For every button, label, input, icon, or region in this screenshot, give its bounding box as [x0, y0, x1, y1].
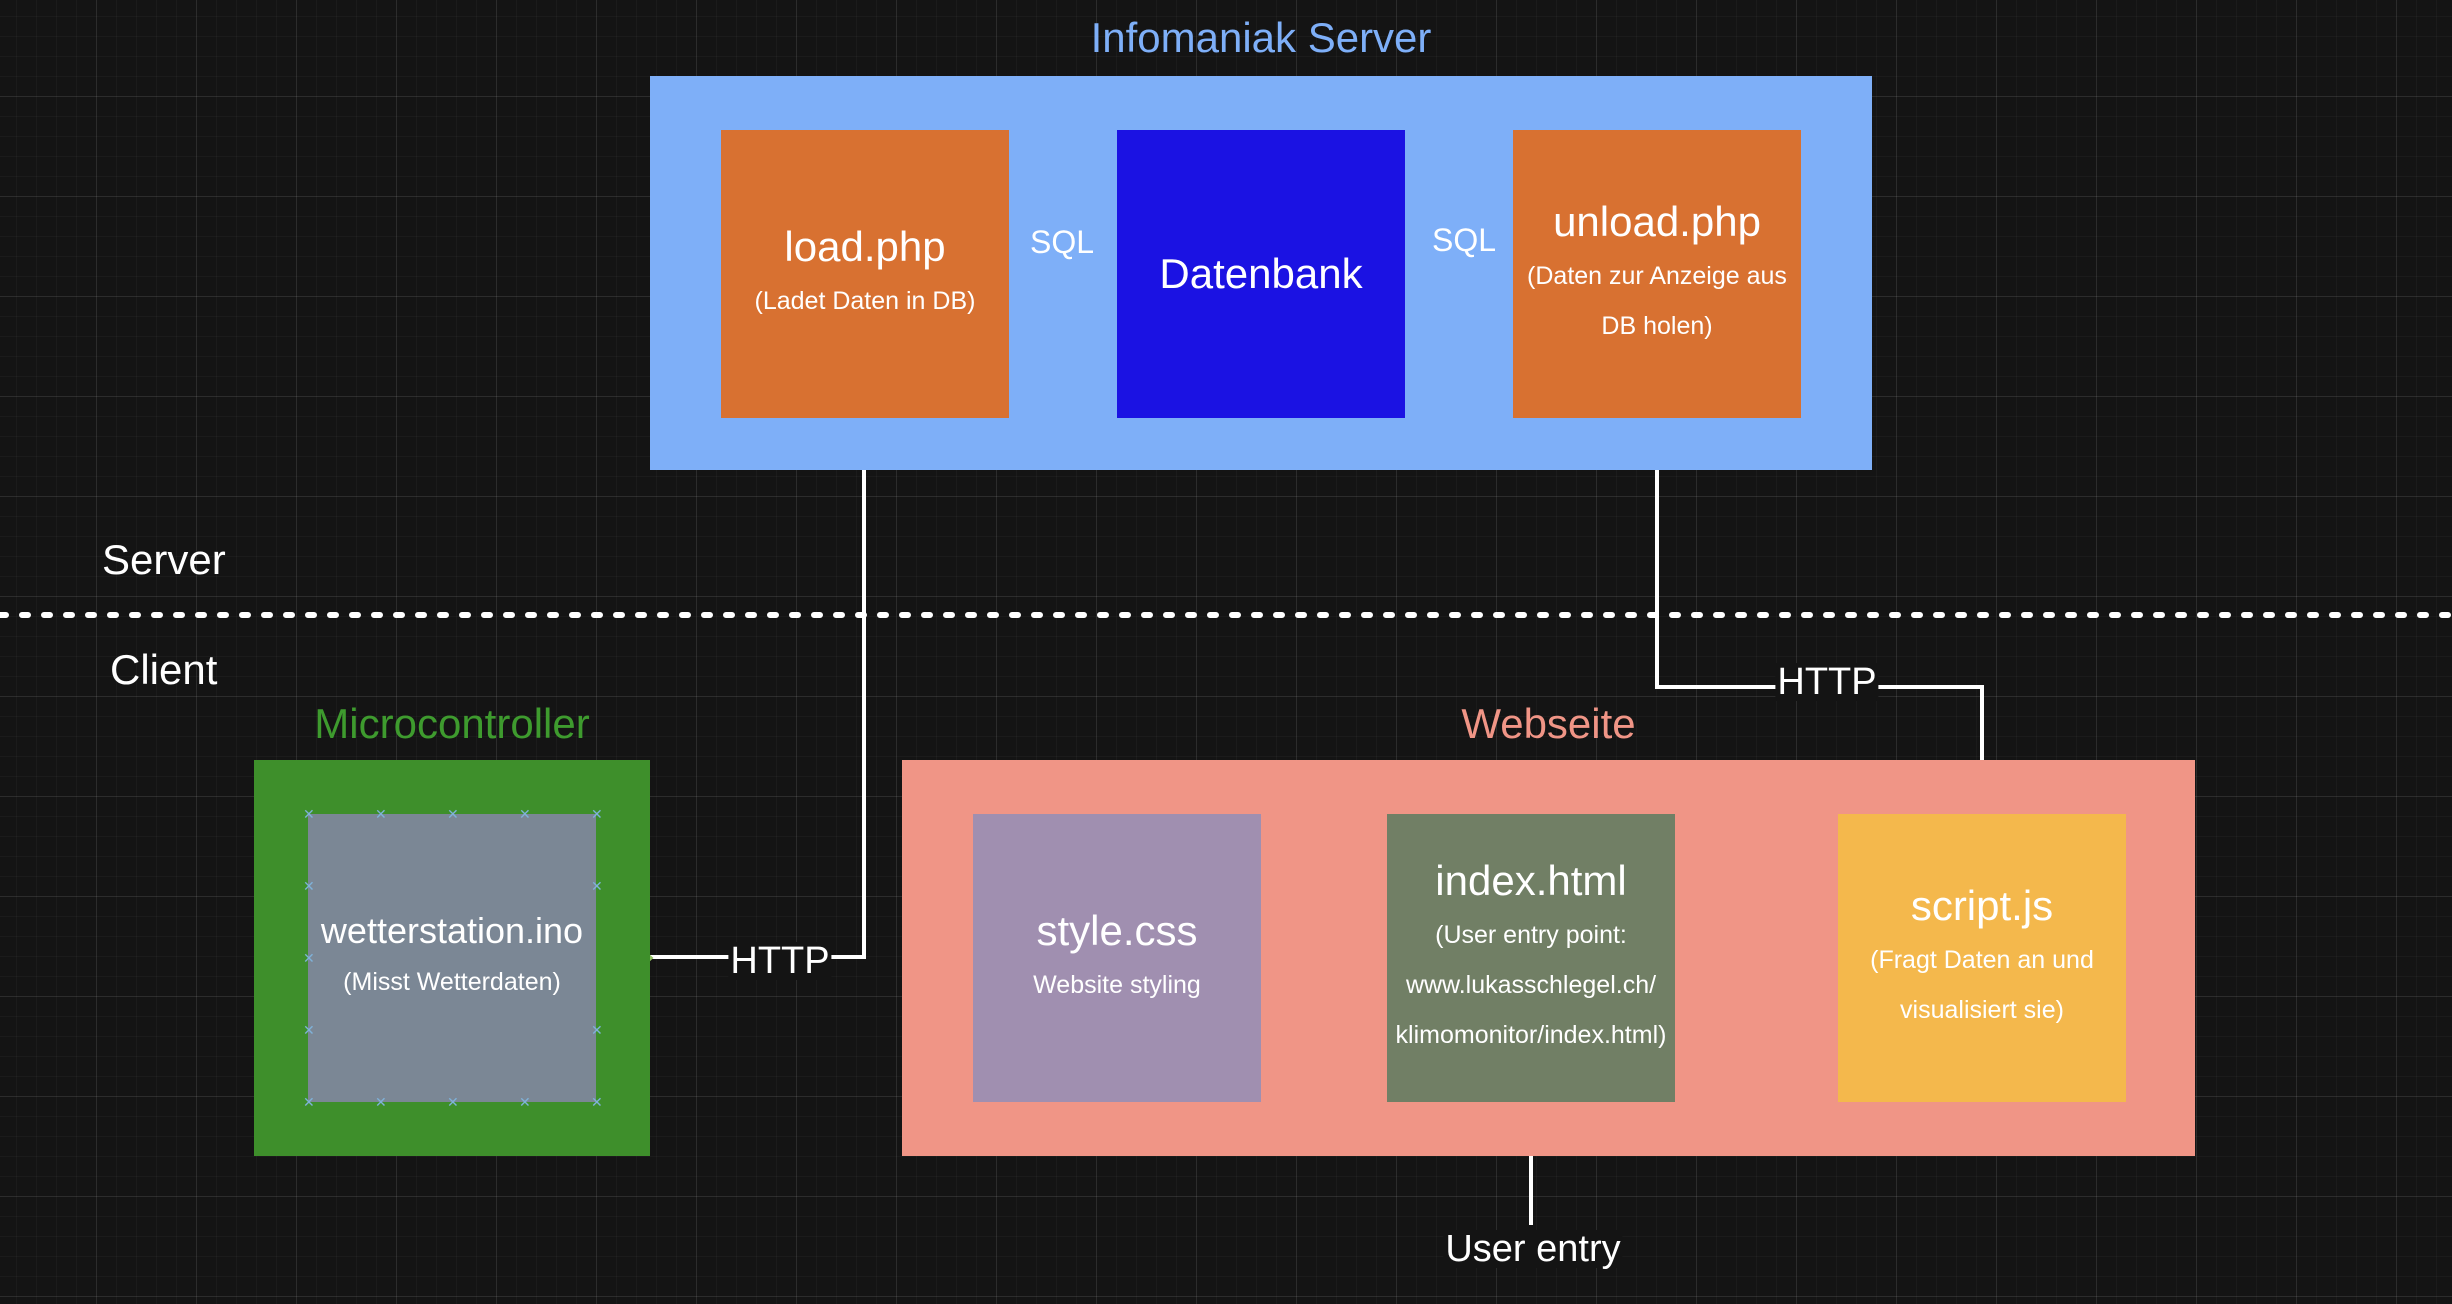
selection-handle[interactable]: ✕ — [591, 878, 603, 894]
index-html-subtitle-line2: www.lukasschlegel.ch/ — [1405, 971, 1657, 1000]
lane-label-client: Client — [110, 646, 218, 693]
load-php-subtitle: (Ladet Daten in DB) — [754, 287, 976, 316]
selection-handle[interactable]: ✕ — [591, 1094, 603, 1110]
edge-label-load-to-db: SQL — [1029, 224, 1095, 260]
edge-label-user-entry: User entry — [1443, 1228, 1623, 1270]
server-group-title: Infomaniak Server — [1090, 14, 1432, 61]
edge-label-micro-to-load: HTTP — [728, 940, 832, 982]
selection-handle[interactable]: ✕ — [447, 1094, 459, 1110]
lane-label-server: Server — [102, 536, 226, 583]
datenbank-node[interactable]: Datenbank — [1117, 130, 1405, 418]
selection-handle[interactable]: ✕ — [591, 1022, 603, 1038]
selection-handle[interactable]: ✕ — [303, 1094, 315, 1110]
style-css-title: style.css — [1036, 906, 1198, 954]
load-php-node[interactable]: load.php (Ladet Daten in DB) — [721, 130, 1009, 418]
selection-handle[interactable]: ✕ — [375, 1094, 387, 1110]
wetterstation-title: wetterstation.ino — [320, 910, 584, 952]
microcontroller-group-title: Microcontroller — [314, 700, 590, 747]
unload-php-title: unload.php — [1553, 197, 1761, 245]
selection-handle[interactable]: ✕ — [591, 806, 603, 822]
script-js-title: script.js — [1910, 881, 2054, 929]
selection-handle[interactable]: ✕ — [303, 1022, 315, 1038]
selection-handle[interactable]: ✕ — [375, 806, 387, 822]
website-group-title: Webseite — [1461, 700, 1636, 747]
wetterstation-node[interactable]: wetterstation.ino (Misst Wetterdaten) — [308, 814, 596, 1102]
selection-handle[interactable]: ✕ — [447, 806, 459, 822]
selection-handle[interactable]: ✕ — [303, 806, 315, 822]
load-php-title: load.php — [784, 222, 946, 270]
script-js-node[interactable]: script.js (Fragt Daten an und visualisie… — [1838, 814, 2126, 1102]
selection-handle[interactable]: ✕ — [519, 1094, 531, 1110]
unload-php-subtitle-line2: DB holen) — [1601, 312, 1713, 341]
edge-script-to-unload — [1645, 417, 1984, 813]
script-js-subtitle-line1: (Fragt Daten an und — [1870, 946, 2094, 975]
index-html-title: index.html — [1435, 856, 1627, 904]
selection-handle[interactable]: ✕ — [303, 950, 315, 966]
script-js-subtitle-line2: visualisiert sie) — [1900, 996, 2064, 1025]
unload-php-subtitle-line1: (Daten zur Anzeige aus — [1527, 262, 1787, 291]
selection-handle[interactable]: ✕ — [303, 878, 315, 894]
style-css-subtitle: Website styling — [1033, 971, 1201, 1000]
unload-php-node[interactable]: unload.php (Daten zur Anzeige aus DB hol… — [1513, 130, 1801, 418]
index-html-subtitle-line3: klimomonitor/index.html) — [1395, 1021, 1667, 1050]
wetterstation-subtitle: (Misst Wetterdaten) — [343, 967, 561, 996]
edge-label-db-unload: SQL — [1431, 222, 1497, 258]
index-html-subtitle-line1: (User entry point: — [1435, 921, 1627, 950]
datenbank-title: Datenbank — [1159, 249, 1363, 297]
index-html-node[interactable]: index.html (User entry point: www.lukass… — [1387, 814, 1675, 1102]
edge-label-script-to-unload: HTTP — [1775, 661, 1879, 703]
selection-handle[interactable]: ✕ — [519, 806, 531, 822]
style-css-node[interactable]: style.css Website styling — [973, 814, 1261, 1102]
